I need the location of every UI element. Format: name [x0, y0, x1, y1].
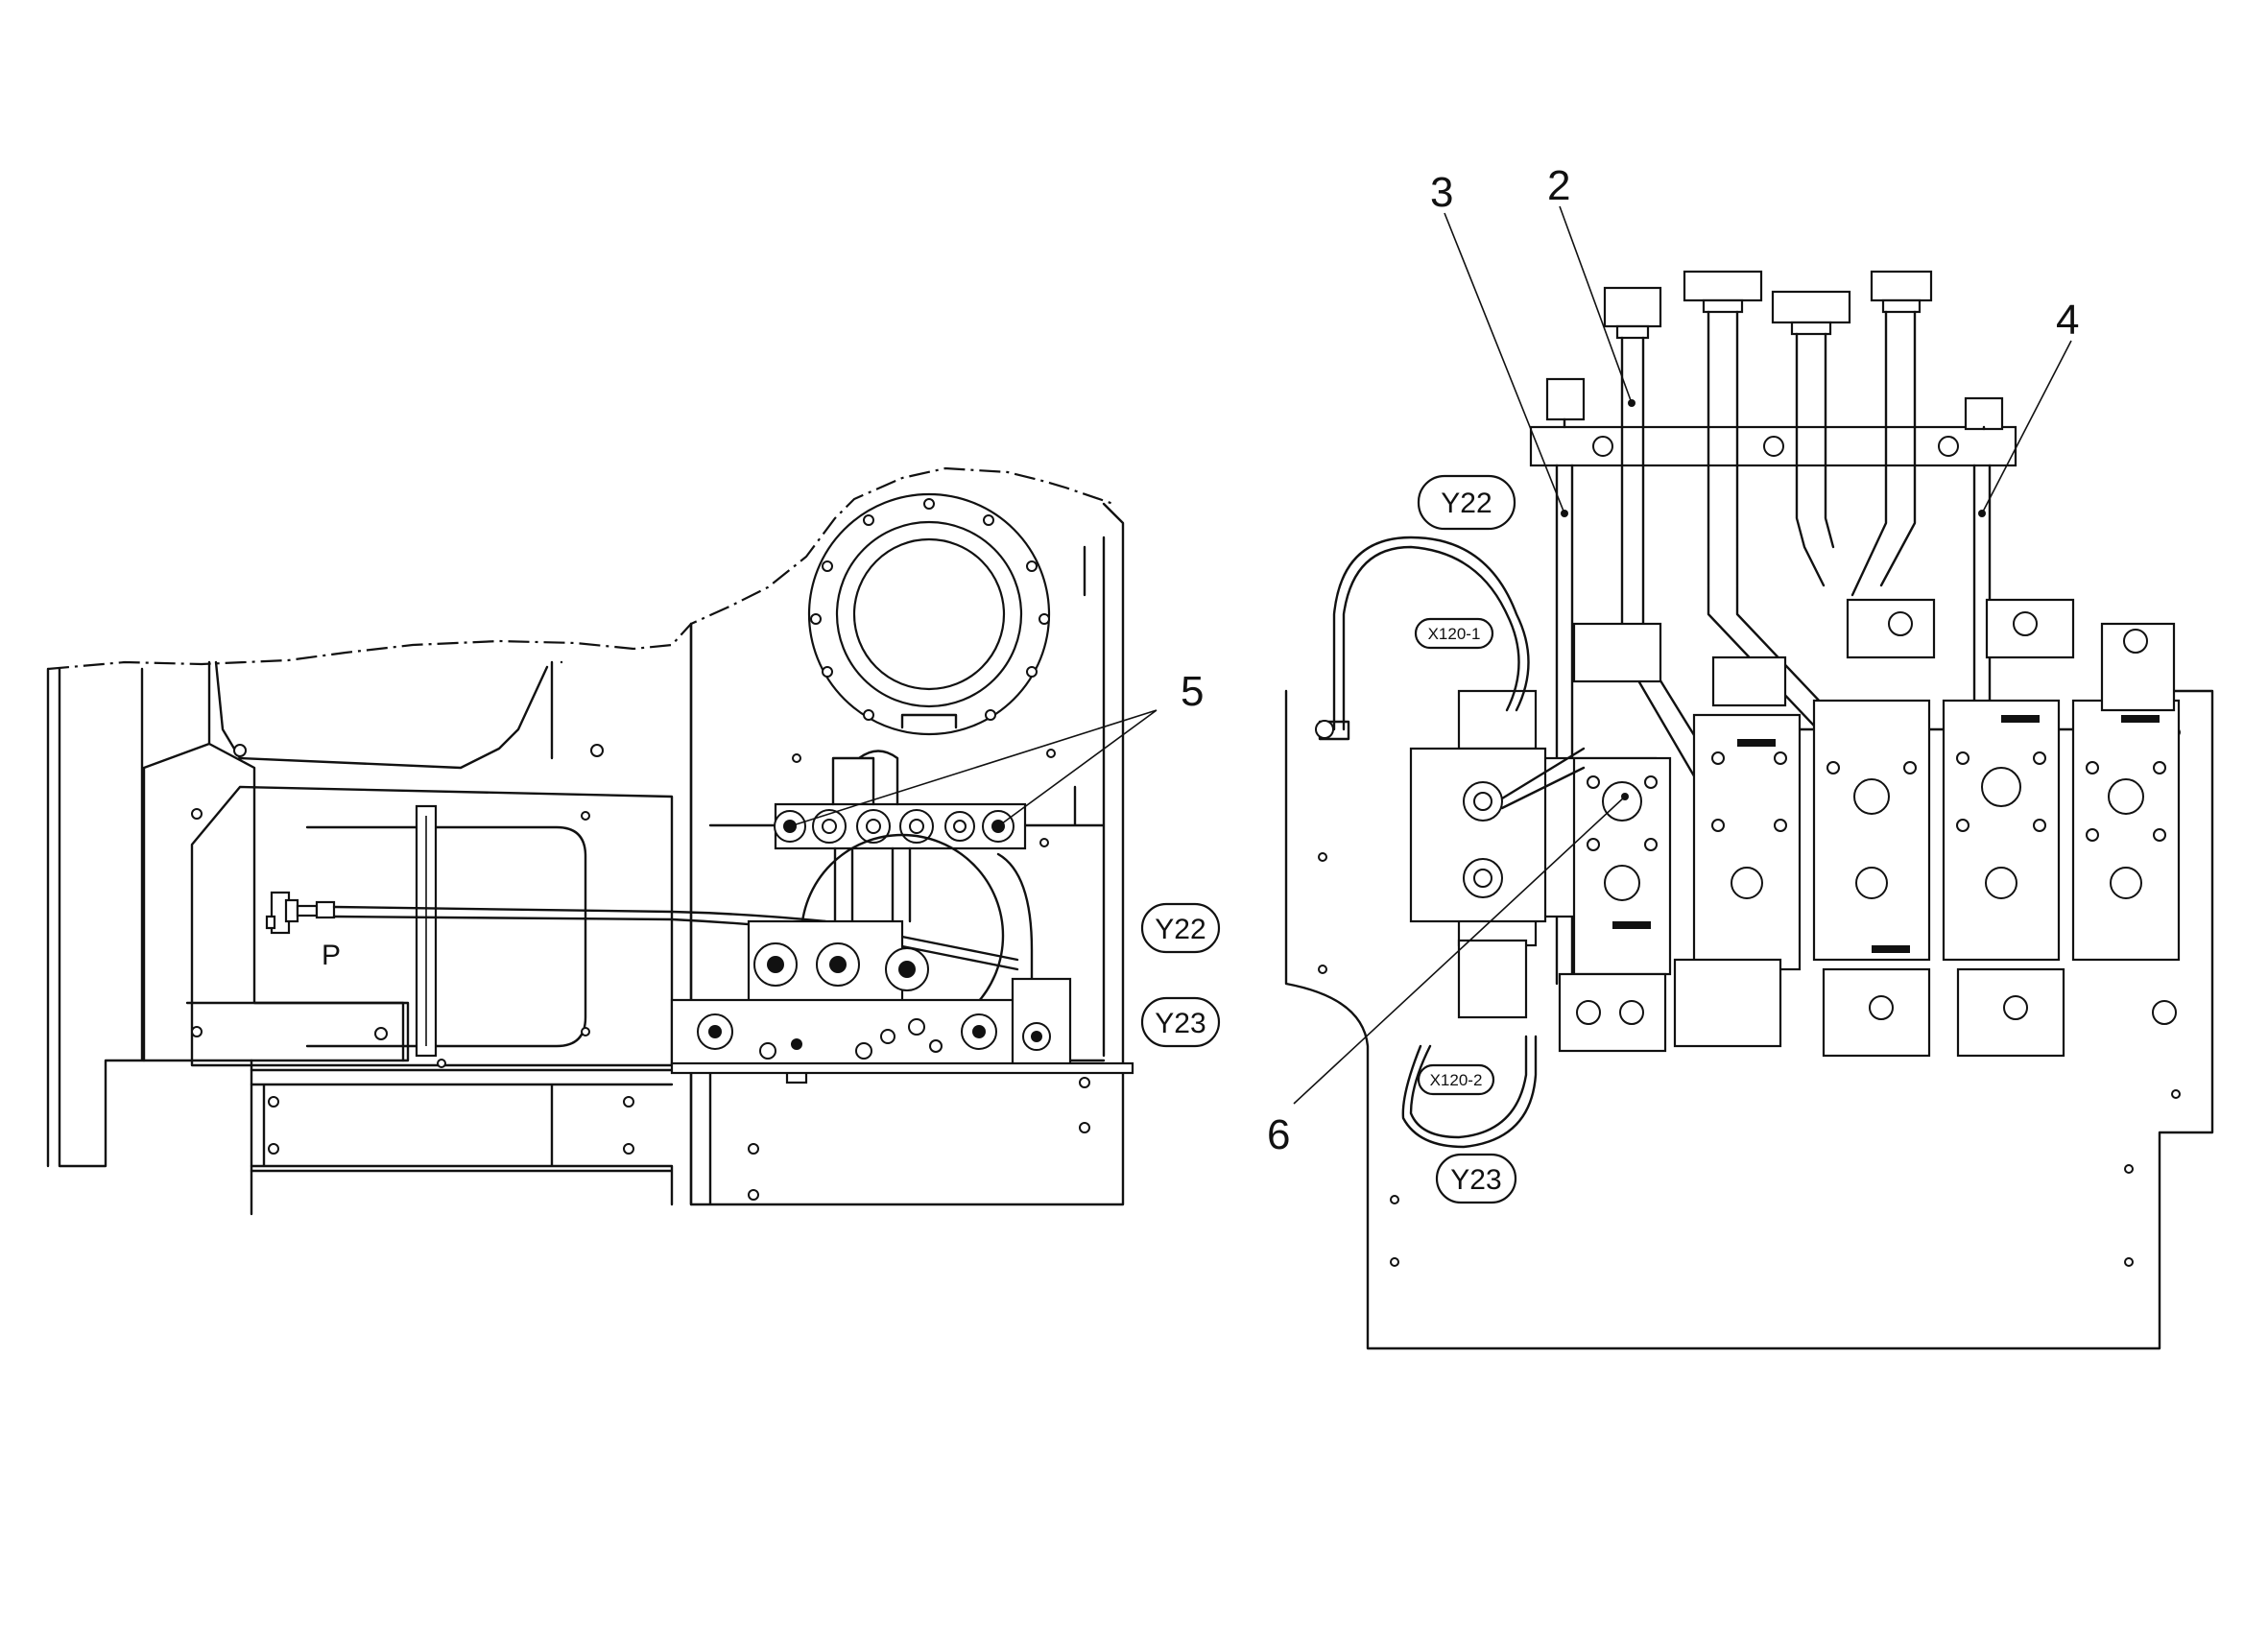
callout-5: 5 [1181, 668, 1204, 715]
wire-harness-lower [1401, 1035, 1538, 1149]
pipe-caps [1603, 270, 1933, 340]
callout-4: 4 [2056, 297, 2079, 344]
plate-holes-left [191, 744, 1090, 1201]
base-plate [1284, 689, 2214, 1350]
pressure-port [265, 891, 336, 935]
svg-text:Y22: Y22 [1441, 488, 1492, 519]
lower-bar [185, 1001, 405, 1062]
frame-bottom [250, 1068, 674, 1206]
valve-sections [1457, 598, 2181, 1058]
lower-valve-bank [670, 919, 1134, 1084]
tag-y23-left: Y23 [1140, 996, 1221, 1048]
pressure-port-label: P [322, 940, 341, 971]
top-bracket [1529, 377, 2017, 467]
svg-text:Y23: Y23 [1155, 1008, 1206, 1039]
callout-3: 3 [1430, 169, 1453, 216]
tag-y22-right: Y22 [1417, 474, 1516, 531]
tag-y22-left: Y22 [1140, 902, 1221, 954]
right-view: X120-1 X120-2 Y22 Y23 2 3 4 6 [1267, 162, 2214, 1350]
inner-window [305, 825, 587, 1048]
tag-x120-2: X120-2 [1417, 1063, 1495, 1096]
left-view: P [46, 466, 1221, 1216]
callout-2: 2 [1547, 162, 1570, 209]
tag-x120-1: X120-1 [1414, 617, 1494, 650]
housing-cut-outline [47, 466, 1114, 671]
svg-text:X120-1: X120-1 [1428, 625, 1481, 643]
tie-rod-right [1972, 464, 1992, 712]
svg-text:X120-2: X120-2 [1430, 1071, 1483, 1089]
callout-2-leader [1559, 205, 1633, 404]
callout-6: 6 [1267, 1111, 1290, 1158]
flange [807, 492, 1051, 736]
svg-text:Y22: Y22 [1155, 914, 1206, 945]
callout-3-leader [1444, 212, 1565, 514]
svg-text:Y23: Y23 [1450, 1164, 1501, 1196]
callout-4-leader [1981, 340, 2072, 514]
left-solenoid-block [1409, 689, 1586, 1019]
callout-5-leader [789, 709, 1158, 827]
valve-manifold [774, 750, 1034, 1038]
callout-6-leader [1293, 796, 1626, 1105]
frame-left [46, 667, 253, 1216]
tag-y23-right: Y23 [1435, 1153, 1517, 1204]
inner-plate [190, 785, 674, 1067]
wire-harness [1332, 536, 1530, 731]
